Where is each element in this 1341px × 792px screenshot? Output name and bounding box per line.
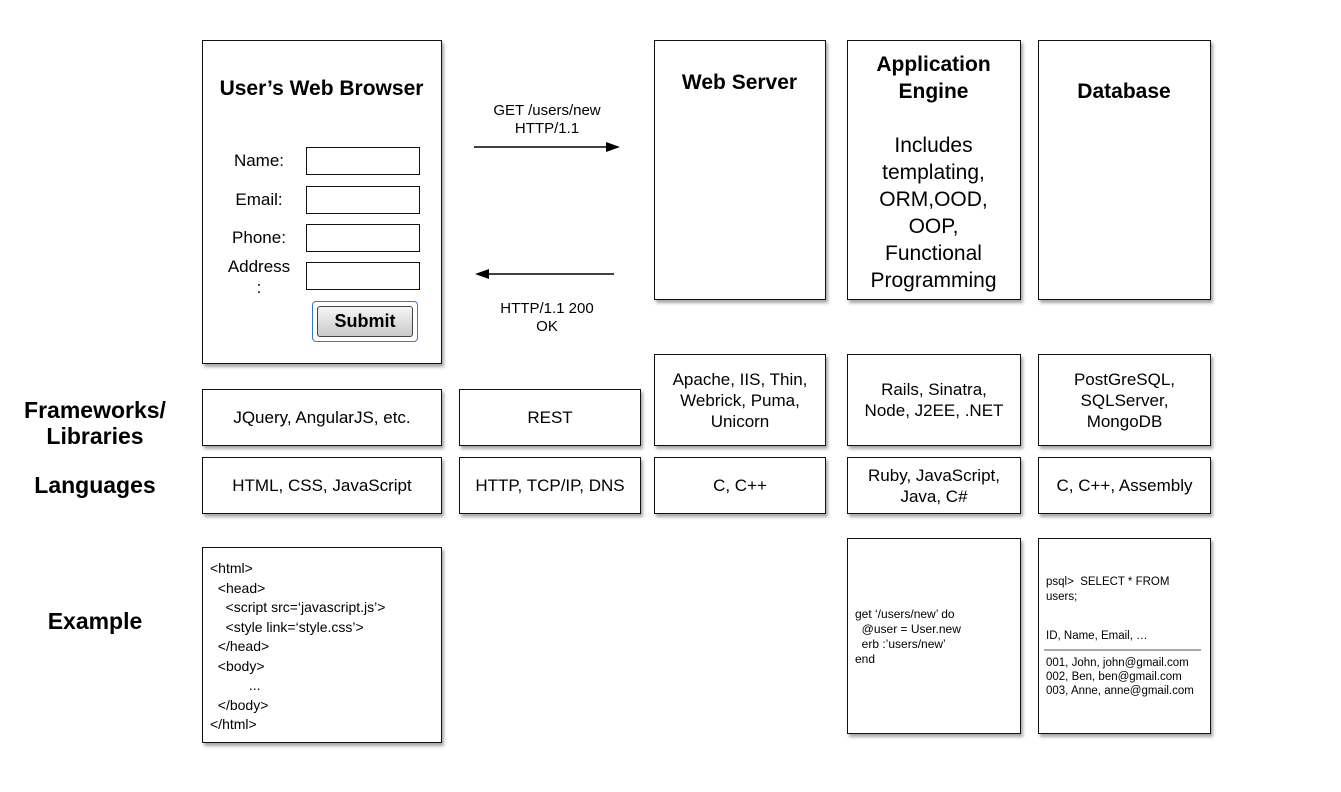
web-server-title: Web Server bbox=[681, 71, 798, 94]
frameworks-browser-text: JQuery, AngularJS, etc. bbox=[233, 408, 411, 427]
frameworks-protocol-text: REST bbox=[527, 408, 573, 427]
frameworks-database: PostGreSQL, SQLServer, MongoDB bbox=[1038, 354, 1211, 446]
languages-protocol: HTTP, TCP/IP, DNS bbox=[459, 457, 641, 514]
example-database: psql> SELECT * FROM users; ID, Name, Ema… bbox=[1038, 538, 1211, 734]
request-label: GET /users/new HTTP/1.1 bbox=[493, 102, 601, 137]
languages-browser-text: HTML, CSS, JavaScript bbox=[232, 476, 412, 495]
frameworks-protocol: REST bbox=[459, 389, 641, 446]
address-label: Address : bbox=[227, 257, 291, 297]
app-engine-title: Application Engine bbox=[876, 53, 991, 103]
example-row-label: Example bbox=[47, 608, 143, 634]
example-app-engine-code: get ‘/users/new’ do @user = User.new erb… bbox=[855, 607, 961, 666]
frameworks-web-server: Apache, IIS, Thin, Webrick, Puma, Unicor… bbox=[654, 354, 826, 446]
address-field[interactable] bbox=[306, 262, 420, 290]
response-arrow bbox=[475, 269, 614, 279]
example-database-header: ID, Name, Email, … bbox=[1046, 630, 1148, 642]
response-label: HTTP/1.1 200 OK bbox=[500, 300, 594, 335]
submit-focus-ring: Submit bbox=[312, 301, 418, 342]
example-database-query: psql> SELECT * FROM users; bbox=[1046, 576, 1170, 603]
languages-protocol-text: HTTP, TCP/IP, DNS bbox=[475, 476, 625, 495]
languages-web-server: C, C++ bbox=[654, 457, 826, 514]
email-field[interactable] bbox=[306, 186, 420, 214]
frameworks-app-engine: Rails, Sinatra, Node, J2EE, .NET bbox=[847, 354, 1021, 446]
languages-row-label: Languages bbox=[34, 472, 156, 498]
phone-label: Phone: bbox=[232, 228, 286, 247]
languages-app-engine-text: Ruby, JavaScript, Java, C# bbox=[868, 465, 1000, 506]
database-title: Database bbox=[1077, 80, 1171, 103]
database-box: Database bbox=[1038, 40, 1211, 300]
submit-button[interactable]: Submit bbox=[317, 306, 413, 337]
phone-field[interactable] bbox=[306, 224, 420, 252]
languages-browser: HTML, CSS, JavaScript bbox=[202, 457, 442, 514]
app-engine-description: Includes templating, ORM,OOD, OOP, Funct… bbox=[870, 134, 997, 292]
frameworks-row-label: Frameworks/ Libraries bbox=[24, 397, 166, 449]
browser-window: User’s Web Browser Name: Email: Phone: A… bbox=[202, 40, 442, 364]
frameworks-database-text: PostGreSQL, SQLServer, MongoDB bbox=[1073, 369, 1176, 431]
browser-title: User’s Web Browser bbox=[219, 77, 424, 100]
frameworks-app-engine-text: Rails, Sinatra, Node, J2EE, .NET bbox=[864, 380, 1004, 420]
languages-database: C, C++, Assembly bbox=[1038, 457, 1211, 514]
languages-web-server-text: C, C++ bbox=[713, 476, 767, 495]
name-label: Name: bbox=[233, 151, 285, 170]
frameworks-web-server-text: Apache, IIS, Thin, Webrick, Puma, Unicor… bbox=[672, 369, 808, 431]
email-label: Email: bbox=[235, 190, 283, 209]
example-database-divider bbox=[1044, 649, 1201, 651]
example-browser-code: <html> <head> <script src=‘javascript.js… bbox=[210, 560, 386, 732]
languages-database-text: C, C++, Assembly bbox=[1056, 476, 1193, 495]
web-server-box: Web Server bbox=[654, 40, 826, 300]
frameworks-browser: JQuery, AngularJS, etc. bbox=[202, 389, 442, 446]
example-app-engine: get ‘/users/new’ do @user = User.new erb… bbox=[847, 538, 1021, 734]
app-engine-box: Application Engine Includes templating, … bbox=[847, 40, 1021, 300]
languages-app-engine: Ruby, JavaScript, Java, C# bbox=[847, 457, 1021, 514]
request-arrow bbox=[474, 142, 620, 152]
example-database-rows: 001, John, john@gmail.com 002, Ben, ben@… bbox=[1046, 657, 1194, 697]
example-browser: <html> <head> <script src=‘javascript.js… bbox=[202, 547, 442, 743]
name-field[interactable] bbox=[306, 147, 420, 175]
